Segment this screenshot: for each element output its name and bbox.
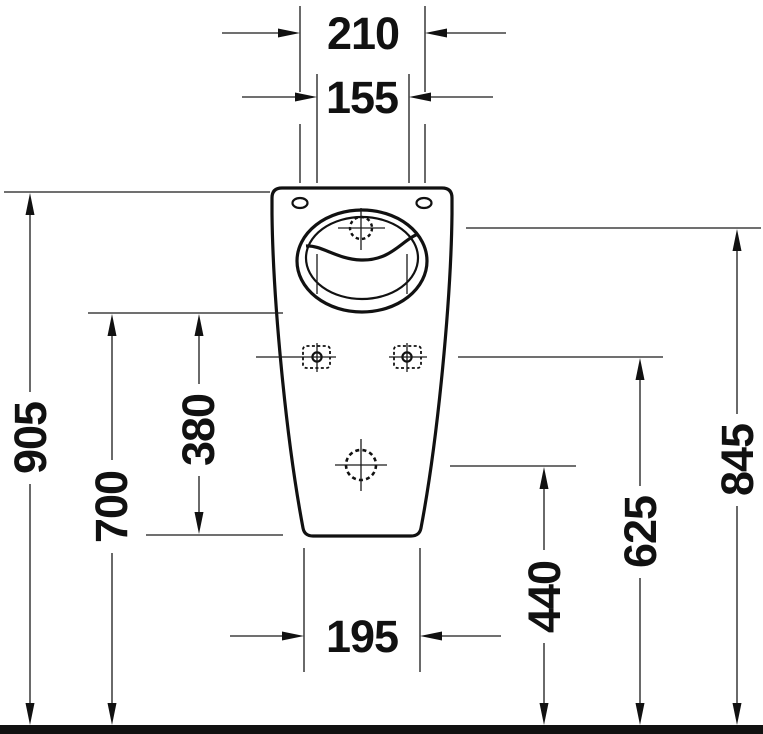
water-edge-curve (305, 232, 419, 262)
arrowhead-down (539, 703, 549, 725)
dim-rim-to-bottom: 380 (146, 314, 283, 536)
top-fixing-slot-left (291, 196, 309, 210)
dim-inlet-height: 845 (466, 227, 763, 725)
outlet-connection-mark (335, 439, 387, 491)
rim-outer-edge (295, 208, 429, 314)
rim-inner-edge (304, 215, 420, 301)
arrowhead-down (732, 703, 742, 725)
dimension-label: 380 (173, 394, 224, 466)
top-fixing-slot-right (415, 196, 433, 210)
dimension-label: 155 (326, 72, 398, 123)
arrowhead-left (425, 28, 447, 38)
dim-bottom-width: 195 (230, 548, 501, 672)
body-outline (270, 186, 454, 538)
arrowhead-up (107, 314, 117, 336)
arrowhead-up (732, 229, 742, 251)
arrowhead-down (635, 703, 645, 725)
arrowhead-left (409, 92, 431, 102)
dim-overall-height: 905 (4, 191, 270, 725)
urinal-body (270, 186, 454, 538)
dimension-label: 195 (326, 611, 398, 662)
arrowhead-up (635, 358, 645, 380)
arrowhead-up (194, 314, 204, 336)
arrowhead-down (107, 703, 117, 725)
dim-top-fixing-width: 210 (222, 6, 506, 183)
arrowhead-up (539, 467, 549, 489)
dim-upper-inner-width: 155 (242, 72, 493, 183)
floor-line (0, 725, 763, 734)
dim-fixing-height: 625 (458, 356, 666, 725)
dimension-label: 700 (86, 471, 137, 543)
dimension-label: 440 (519, 561, 570, 633)
dim-rim-height: 700 (86, 312, 283, 725)
dimension-label: 625 (615, 496, 666, 568)
dimension-label: 905 (5, 402, 56, 474)
dimension-label: 210 (327, 8, 399, 59)
dim-outlet-height: 440 (450, 465, 576, 725)
arrowhead-down (194, 512, 204, 534)
fixing-mark-right (389, 343, 427, 372)
arrowhead-down (25, 703, 35, 725)
fixing-mark-left (256, 343, 336, 372)
dimension-label: 845 (712, 424, 763, 496)
arrowhead-up (25, 193, 35, 215)
arrowhead-right (295, 92, 317, 102)
inlet-connection-mark (338, 208, 385, 250)
arrowhead-right (278, 28, 300, 38)
arrowhead-right (282, 631, 304, 641)
arrowhead-left (420, 631, 442, 641)
